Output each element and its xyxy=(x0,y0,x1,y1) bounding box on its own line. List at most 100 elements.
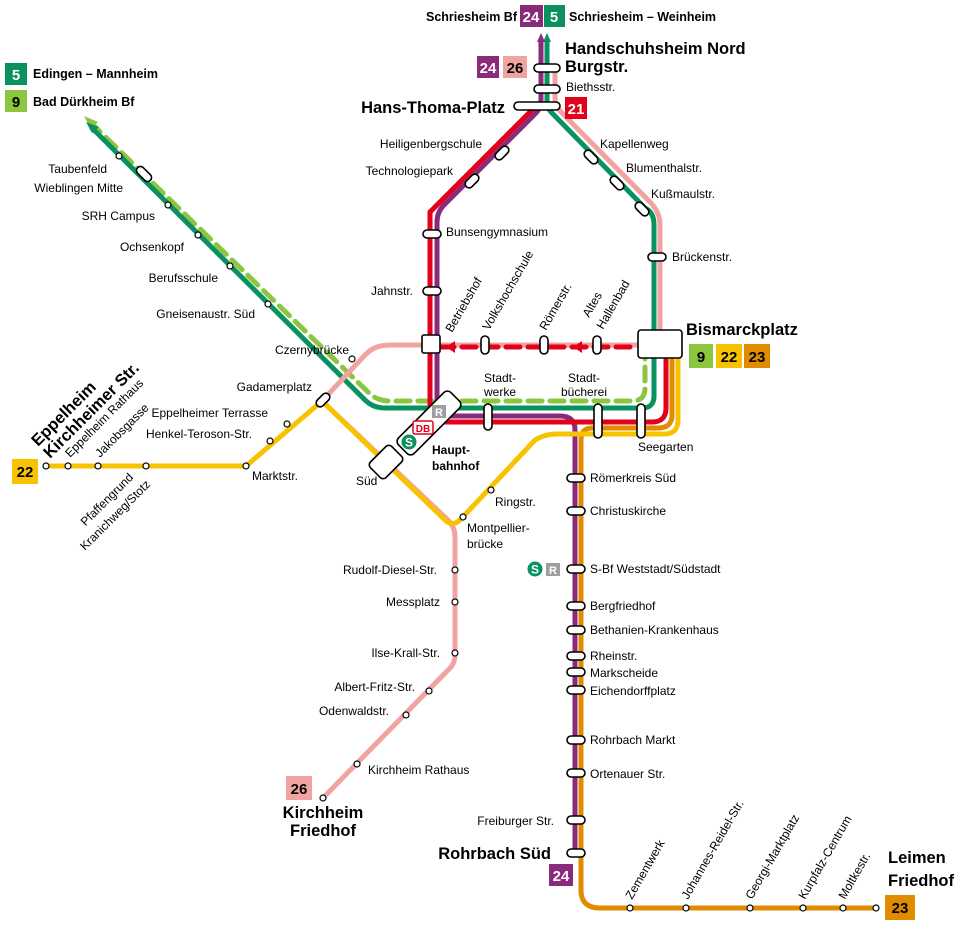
label-freiburger: Freiburger Str. xyxy=(477,814,554,828)
stop-rudolf-diesel[interactable] xyxy=(451,566,459,574)
stop-zementwerk[interactable] xyxy=(626,904,634,912)
badge-24-rohrbach-text: 24 xyxy=(553,868,570,885)
label-hbf-1: Haupt- xyxy=(432,443,470,457)
stop-kurpfalz-centrum[interactable] xyxy=(799,904,807,912)
stop-sbf-weststadt[interactable] xyxy=(566,564,586,574)
stop-roemerstr[interactable] xyxy=(539,335,549,355)
label-kirchheim-rathaus: Kirchheim Rathaus xyxy=(368,763,469,777)
stop-henkel-teroson[interactable] xyxy=(266,437,274,445)
stop-montpellierbruecke[interactable] xyxy=(459,513,467,521)
badge-26-kirchheim xyxy=(286,776,312,800)
line-21-route xyxy=(427,105,669,425)
stop-roemerkreis[interactable] xyxy=(566,473,586,483)
stop-seegarten[interactable] xyxy=(636,403,646,439)
line-22-route xyxy=(43,353,681,526)
stop-eichendorffplatz[interactable] xyxy=(566,685,586,695)
stop-volkshochschule[interactable] xyxy=(480,335,490,355)
stop-brueckenstr[interactable] xyxy=(647,252,667,262)
label-heiligenbergschule: Heiligenbergschule xyxy=(380,137,482,151)
stop-georgi-marktplatz[interactable] xyxy=(746,904,754,912)
stop-christuskirche[interactable] xyxy=(566,506,586,516)
stop-eppelheim-terminus[interactable] xyxy=(42,462,50,470)
label-hbf-2: bahnhof xyxy=(432,459,480,473)
badge-24-handschuhsheim xyxy=(477,56,499,78)
stop-taubenfeld[interactable] xyxy=(115,152,123,160)
stop-moltkestr[interactable] xyxy=(839,904,847,912)
label-bismarckplatz: Bismarckplatz xyxy=(686,321,798,339)
stop-betriebshof[interactable] xyxy=(421,334,441,354)
stop-kirchheim-friedhof[interactable] xyxy=(319,794,327,802)
stop-sued[interactable] xyxy=(368,444,405,481)
legend-line5-text: Edingen – Mannheim xyxy=(33,67,158,81)
label-rudolf-diesel: Rudolf-Diesel-Str. xyxy=(343,563,437,577)
regional-train-icon-letter: R xyxy=(435,407,443,419)
label-seegarten: Seegarten xyxy=(638,440,693,454)
stop-bergfriedhof[interactable] xyxy=(566,601,586,611)
stop-albert-fritz[interactable] xyxy=(425,687,433,695)
label-berufsschule: Berufsschule xyxy=(149,271,219,285)
stop-bethanien[interactable] xyxy=(566,625,586,635)
label-biethsstr: Biethsstr. xyxy=(566,80,615,94)
stop-johannes-reidel[interactable] xyxy=(682,904,690,912)
stop-technologiepark[interactable] xyxy=(464,173,481,190)
stop-markscheide[interactable] xyxy=(566,667,586,677)
stop-gneisenaustr[interactable] xyxy=(264,300,272,308)
badge-26-handschuhsheim xyxy=(503,56,527,78)
stop-odenwaldstr[interactable] xyxy=(402,711,410,719)
badge-9-bismarckplatz xyxy=(689,344,713,368)
stop-biethsstr[interactable] xyxy=(533,84,561,94)
stop-eppelheim-rathaus[interactable] xyxy=(64,462,72,470)
stop-ortenauer[interactable] xyxy=(566,768,586,778)
legend-line9-badge xyxy=(5,90,27,112)
stop-stadtbuecherei[interactable] xyxy=(593,403,603,439)
stop-leimen-friedhof[interactable] xyxy=(872,904,880,912)
line-21-dir-arrow-2 xyxy=(573,341,582,353)
label-leimen-1: Leimen xyxy=(888,849,946,867)
label-rohrbach-sued: Rohrbach Süd xyxy=(438,845,551,863)
regional-train-icon-weststadt: R xyxy=(546,563,560,577)
s-bahn-icon-weststadt: S xyxy=(527,561,543,577)
badge-21-text: 21 xyxy=(568,101,585,118)
stop-marktstr[interactable] xyxy=(242,462,250,470)
line-9-arrow xyxy=(84,116,98,129)
stop-kapellenweg[interactable] xyxy=(583,149,600,166)
stop-rohrbach-sued[interactable] xyxy=(566,848,586,858)
label-kussmaulstr: Kußmaulstr. xyxy=(651,187,715,201)
stop-bismarckplatz[interactable] xyxy=(637,329,683,359)
stop-heiligenbergschule[interactable] xyxy=(494,145,511,162)
stop-czernybruecke[interactable] xyxy=(348,355,356,363)
label-stadtbuecherei-2: bücherei xyxy=(561,385,607,399)
stop-blumenthalstr[interactable] xyxy=(609,175,626,192)
stop-berufsschule[interactable] xyxy=(226,262,234,270)
label-kirchheim-1: Kirchheim xyxy=(283,804,364,822)
stop-rheinstr[interactable] xyxy=(566,651,586,661)
label-rohrbach-markt: Rohrbach Markt xyxy=(590,733,676,747)
label-sued: Süd xyxy=(356,474,377,488)
label-rheinstr: Rheinstr. xyxy=(590,649,637,663)
stop-jakobsgasse[interactable] xyxy=(94,462,102,470)
badge-9-bismarckplatz-text: 9 xyxy=(697,349,705,366)
stop-hans-thoma[interactable] xyxy=(513,101,561,111)
stop-bunsengymnasium[interactable] xyxy=(422,229,442,239)
label-hans-thoma: Hans-Thoma-Platz xyxy=(361,99,505,117)
stop-freiburger[interactable] xyxy=(566,815,586,825)
stop-messplatz[interactable] xyxy=(451,598,459,606)
stop-srh-campus[interactable] xyxy=(164,201,172,209)
badge-22-bismarckplatz xyxy=(716,344,742,368)
stop-stadtwerke[interactable] xyxy=(483,403,493,431)
stop-rohrbach-markt[interactable] xyxy=(566,735,586,745)
north-badge-5 xyxy=(544,5,565,27)
stop-ilse-krall[interactable] xyxy=(451,649,459,657)
stop-jahnstr[interactable] xyxy=(422,286,442,296)
stop-ochsenkopf[interactable] xyxy=(194,231,202,239)
stop-ringstr[interactable] xyxy=(487,486,495,494)
stop-kussmaulstr[interactable] xyxy=(634,201,651,218)
stop-eppelheimer-terrasse[interactable] xyxy=(283,420,291,428)
stop-gadamerplatz[interactable] xyxy=(315,392,332,409)
label-albert-fritz: Albert-Fritz-Str. xyxy=(334,680,415,694)
stop-kirchheim-rathaus[interactable] xyxy=(353,760,361,768)
stop-altes-hallenbad[interactable] xyxy=(592,335,602,355)
stop-pfaffengrund[interactable] xyxy=(142,462,150,470)
stop-wieblingen-mitte[interactable] xyxy=(135,165,153,183)
stop-handschuhsheim[interactable] xyxy=(533,63,561,73)
